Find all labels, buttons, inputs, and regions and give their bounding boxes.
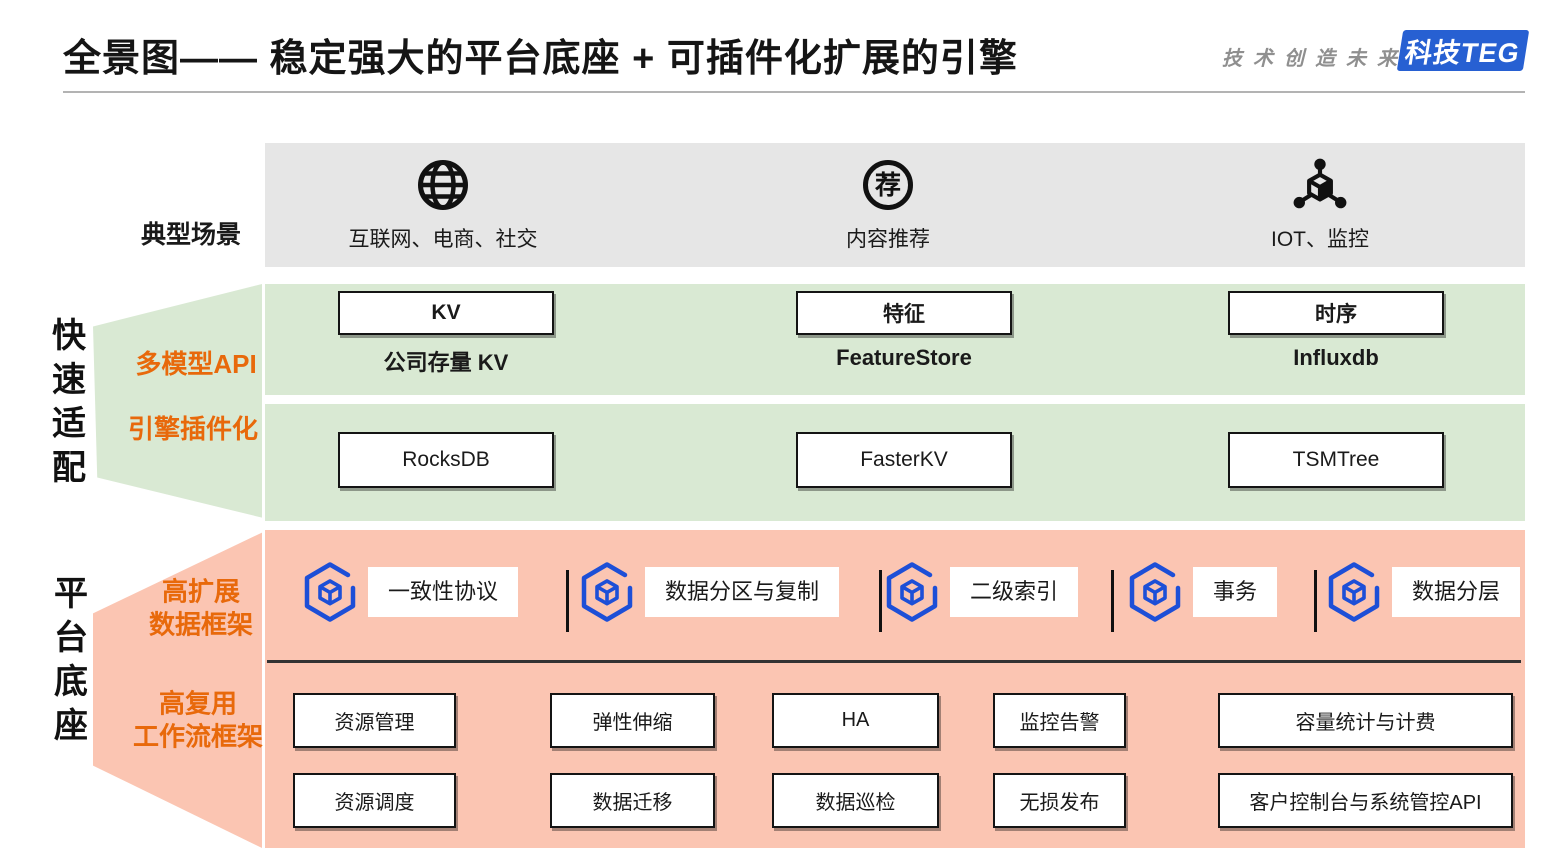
brand-badge-label: 科技TEG (1402, 38, 1523, 68)
feature-divider (1111, 570, 1114, 632)
feature-consensus: 一致性协议 (301, 560, 519, 624)
feature-divider (1314, 570, 1317, 632)
workflow-box-resource-scheduling: 资源调度 (293, 773, 456, 828)
scenario-internet-label: 互联网、电商、社交 (348, 228, 538, 251)
workflow-box-console-api: 客户控制台与系统管控API (1218, 773, 1513, 828)
hexagon-cube-icon (1129, 562, 1181, 622)
workflow-box-elastic-scaling: 弹性伸缩 (550, 693, 715, 748)
hexagon-cube-icon (304, 562, 356, 622)
workflow-box-ha: HA (772, 693, 939, 748)
feature-secondary-index-label: 二级索引 (950, 567, 1079, 617)
model-sub-featurestore: FeatureStore (836, 345, 972, 370)
globe-icon (415, 156, 471, 214)
workflow-box-capacity-billing: 容量统计与计费 (1218, 693, 1513, 748)
feature-divider (566, 570, 569, 632)
feature-transaction-label: 事务 (1193, 567, 1278, 617)
quick-adapt-arrow (93, 284, 262, 518)
section-divider (267, 660, 1521, 663)
scenario-iot: IOT、监控 (1170, 156, 1470, 253)
workflow-box-data-migration: 数据迁移 (550, 773, 715, 828)
feature-transaction: 事务 (1126, 560, 1278, 624)
data-framework-label-line2: 数据框架 (148, 609, 254, 639)
scenario-recommend: 荐 内容推荐 (738, 156, 1038, 253)
scenario-row-label: 典型场景 (141, 221, 242, 249)
feature-partition-replication-label: 数据分区与复制 (645, 567, 840, 617)
feature-partition-replication: 数据分区与复制 (578, 560, 840, 624)
feature-data-tiering-label: 数据分层 (1392, 567, 1521, 617)
engine-plugin-row: RocksDB FasterKV TSMTree (265, 404, 1525, 521)
data-framework-label-line1: 高扩展 (161, 576, 241, 607)
engine-plugin-label: 引擎插件化 (127, 413, 259, 444)
workflow-box-monitoring-alert: 监控告警 (993, 693, 1126, 748)
recommend-icon-glyph: 荐 (874, 170, 901, 200)
recommend-icon: 荐 (863, 156, 913, 214)
engine-box-rocksdb: RocksDB (338, 432, 554, 488)
workflow-box-data-inspection: 数据巡检 (772, 773, 939, 828)
model-box-feature: 特征 (796, 291, 1012, 335)
model-box-kv: KV (338, 291, 554, 335)
feature-consensus-label: 一致性协议 (368, 567, 519, 617)
workflow-box-lossless-release: 无损发布 (993, 773, 1126, 828)
multi-model-api-row: KV 公司存量 KV 特征 FeatureStore 时序 Influxdb (265, 284, 1525, 395)
engine-box-fasterkv: FasterKV (796, 432, 1012, 488)
title-divider (63, 91, 1525, 93)
hexagon-cube-icon (581, 562, 633, 622)
slogan-text: 技术创造未来 (1222, 48, 1408, 70)
multi-model-api-label: 多模型API (135, 348, 257, 379)
workflow-framework-label: 高复用 工作流框架 (133, 688, 263, 753)
platform-base-panel: 一致性协议 数据分区与复制 二级索引 (265, 530, 1525, 848)
engine-box-tsmtree: TSMTree (1228, 432, 1444, 488)
model-sub-kv: 公司存量 KV (383, 350, 509, 375)
scenario-iot-label: IOT、监控 (1271, 228, 1369, 251)
model-sub-influxdb: Influxdb (1293, 345, 1379, 370)
scenario-recommend-label: 内容推荐 (846, 228, 930, 251)
scenario-bar: 互联网、电商、社交 荐 内容推荐 (265, 143, 1525, 267)
workflow-box-resource-mgmt: 资源管理 (293, 693, 456, 748)
workflow-framework-label-line1: 高复用 (158, 688, 238, 719)
workflow-framework-label-line2: 工作流框架 (132, 721, 264, 751)
page-title: 全景图—— 稳定强大的平台底座 + 可插件化扩展的引擎 (63, 38, 1018, 80)
scenario-internet: 互联网、电商、社交 (293, 156, 593, 253)
data-framework-label: 高扩展 数据框架 (149, 576, 253, 641)
hexagon-cube-icon (886, 562, 938, 622)
quick-adapt-side-label: 快速适配 (46, 317, 85, 493)
feature-secondary-index: 二级索引 (883, 560, 1079, 624)
model-box-timeseries: 时序 (1228, 291, 1444, 335)
platform-base-side-label: 平台底座 (48, 575, 87, 751)
feature-data-tiering: 数据分层 (1325, 560, 1521, 624)
iot-icon (1291, 156, 1349, 214)
hexagon-cube-icon (1328, 562, 1380, 622)
feature-divider (879, 570, 882, 632)
brand-badge: 科技TEG (1396, 30, 1530, 71)
